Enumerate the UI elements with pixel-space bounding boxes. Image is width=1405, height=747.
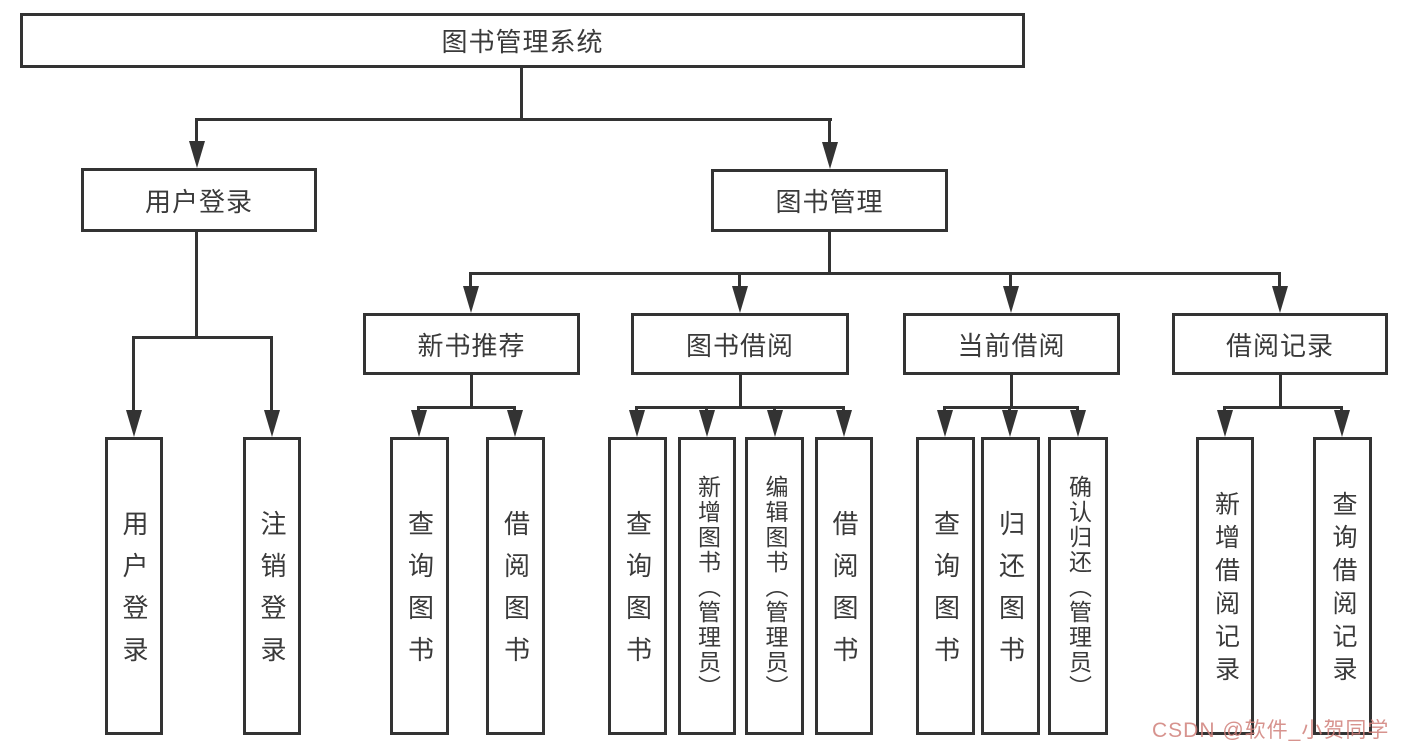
node-book-mgmt-label: 图书管理 [775, 187, 884, 217]
leaf-user-login: 用户登录 [105, 437, 163, 735]
arrow-down-icon [1272, 286, 1288, 313]
node-current-borrow-label: 当前借阅 [957, 330, 1066, 361]
node-new-book-rec: 新书推荐 [363, 313, 580, 375]
arrow-down-icon [937, 410, 953, 437]
connector-section-down [470, 375, 473, 406]
connector-book-mgmt-split [470, 272, 1281, 275]
leaf-confirm-return-admin: 确认归还（管理员） [1048, 437, 1108, 735]
arrow-down-icon [699, 410, 715, 437]
arrow-down-icon [1003, 286, 1019, 313]
connector-book-mgmt-down [828, 232, 831, 272]
connector-user-login-down [195, 232, 198, 336]
arrow-down-icon [1217, 410, 1233, 437]
node-borrow-records: 借阅记录 [1172, 313, 1388, 375]
connector-section-down [1279, 375, 1282, 406]
connector-user-login-split [132, 336, 273, 339]
leaf-label: 用户登录 [119, 510, 149, 678]
leaf-label: 新增借阅记录 [1211, 491, 1240, 689]
connector-to-section [1009, 272, 1012, 288]
leaf-label: 借阅图书 [500, 510, 531, 678]
leaf-query-books: 查询图书 [916, 437, 975, 735]
leaf-query-borrow-record: 查询借阅记录 [1313, 437, 1372, 735]
arrow-down-icon [126, 410, 142, 437]
arrow-down-icon [836, 410, 852, 437]
connector-to-leaf [132, 336, 135, 412]
csdn-watermark: CSDN @软件_小贺同学 [1152, 719, 1390, 742]
arrow-down-icon [732, 286, 748, 313]
arrow-down-icon [822, 142, 838, 169]
node-user-login-label: 用户登录 [144, 186, 253, 217]
node-root: 图书管理系统 [20, 13, 1025, 68]
leaf-label: 注销登录 [257, 510, 287, 678]
leaf-label: 查询图书 [622, 510, 653, 678]
connector-section-split [636, 406, 845, 409]
connector-to-user-login [195, 118, 198, 144]
leaf-label: 编辑图书（管理员） [762, 474, 788, 700]
arrow-down-icon [507, 410, 523, 437]
connector-root-split [196, 118, 832, 121]
leaf-label: 归还图书 [995, 510, 1026, 678]
node-borrow-records-label: 借阅记录 [1225, 330, 1334, 361]
connector-section-split [418, 406, 516, 409]
arrow-down-icon [463, 286, 479, 313]
connector-section-split [1224, 406, 1343, 409]
node-root-label: 图书管理系统 [441, 27, 604, 57]
arrow-down-icon [1070, 410, 1086, 437]
connector-root-down [520, 68, 523, 118]
leaf-borrow-books: 借阅图书 [486, 437, 545, 735]
node-new-book-rec-label: 新书推荐 [417, 330, 526, 361]
leaf-return-books: 归还图书 [981, 437, 1040, 735]
connector-to-book-mgmt [828, 118, 831, 144]
connector-to-section [1278, 272, 1281, 288]
node-user-login: 用户登录 [81, 168, 317, 232]
connector-to-leaf [270, 336, 273, 412]
arrow-down-icon [189, 141, 205, 168]
leaf-label: 查询图书 [930, 510, 961, 678]
leaf-add-books-admin: 新增图书（管理员） [678, 437, 736, 735]
node-book-borrow: 图书借阅 [631, 313, 849, 375]
leaf-query-books: 查询图书 [390, 437, 449, 735]
leaf-label: 查询图书 [404, 510, 435, 678]
connector-section-down [739, 375, 742, 406]
arrow-down-icon [1002, 410, 1018, 437]
arrow-down-icon [411, 410, 427, 437]
connector-section-down [1010, 375, 1013, 406]
node-book-borrow-label: 图书借阅 [685, 330, 794, 361]
connector-to-section [469, 272, 472, 288]
leaf-logout: 注销登录 [243, 437, 301, 735]
leaf-add-borrow-record: 新增借阅记录 [1196, 437, 1254, 735]
leaf-edit-books-admin: 编辑图书（管理员） [745, 437, 804, 735]
connector-section-split [944, 406, 1079, 409]
leaf-label: 借阅图书 [829, 510, 859, 678]
connector-to-section [738, 272, 741, 288]
leaf-borrow-books: 借阅图书 [815, 437, 873, 735]
arrow-down-icon [629, 410, 645, 437]
arrow-down-icon [1334, 410, 1350, 437]
arrow-down-icon [264, 410, 280, 437]
leaf-label: 查询借阅记录 [1329, 491, 1357, 689]
leaf-query-books: 查询图书 [608, 437, 667, 735]
leaf-label: 新增图书（管理员） [694, 474, 721, 700]
node-book-mgmt: 图书管理 [711, 169, 948, 232]
leaf-label: 确认归还（管理员） [1065, 474, 1092, 700]
arrow-down-icon [767, 410, 783, 437]
node-current-borrow: 当前借阅 [903, 313, 1120, 375]
